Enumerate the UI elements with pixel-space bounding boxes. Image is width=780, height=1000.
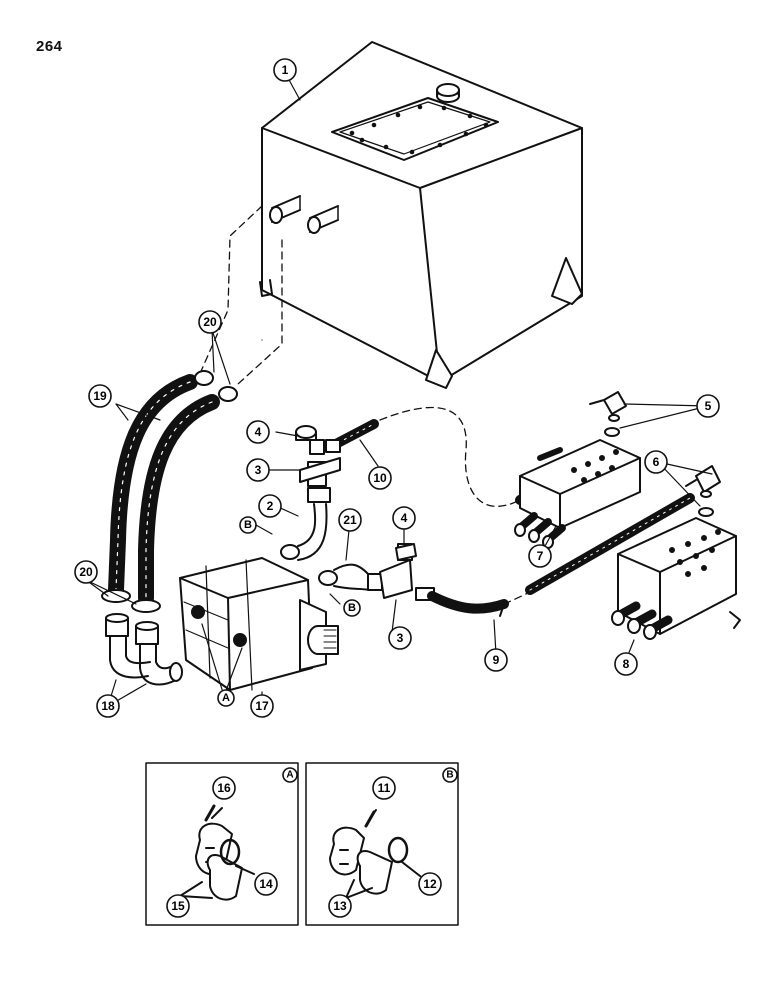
hose-9	[415, 493, 695, 617]
callout-19: 19	[93, 389, 107, 403]
callout-10: 10	[373, 471, 387, 485]
inset-b-letter: B	[446, 770, 453, 781]
callout-12: 12	[423, 877, 437, 891]
callout-14: 14	[259, 877, 273, 891]
control-valve-7	[514, 439, 641, 549]
suction-hoses	[108, 374, 220, 606]
tee-fitting-upper	[299, 439, 341, 487]
callout-1: 1	[282, 63, 289, 77]
hydraulic-pump	[179, 557, 339, 691]
callout-7: 7	[537, 549, 544, 563]
callout-circles	[74, 58, 720, 918]
callout-3-upper: 3	[255, 463, 262, 477]
letter-b-lower: B	[348, 602, 356, 614]
callout-15: 15	[171, 899, 185, 913]
elbow-fittings	[105, 613, 183, 686]
callout-17: 17	[255, 699, 269, 713]
callout-11: 11	[378, 781, 391, 795]
elbow-21	[318, 563, 383, 591]
callout-5: 5	[705, 399, 712, 413]
callout-4-upper: 4	[255, 425, 262, 439]
elbow-5	[589, 391, 627, 437]
callout-3-lower: 3	[397, 631, 404, 645]
hose-clamps	[101, 370, 238, 613]
plug-upper	[295, 425, 317, 441]
callout-4-lower: 4	[401, 511, 408, 525]
callout-20-lower: 20	[79, 565, 93, 579]
callout-21: 21	[343, 513, 357, 527]
page-number: 264	[36, 38, 63, 55]
pump-outlet-elbow	[280, 487, 331, 561]
elbow-6	[685, 465, 721, 517]
inset-a-letter: A	[286, 770, 293, 781]
callout-13: 13	[333, 899, 347, 913]
callout-8: 8	[623, 657, 630, 671]
hydraulic-reservoir-tank	[197, 41, 583, 389]
control-valve-8	[611, 517, 741, 640]
callout-2: 2	[267, 499, 274, 513]
callout-20-upper: 20	[203, 315, 217, 329]
letter-a-main: A	[222, 692, 230, 704]
callout-18: 18	[101, 699, 115, 713]
callout-6: 6	[653, 455, 660, 469]
callout-9: 9	[493, 653, 500, 667]
plug-lower	[395, 543, 417, 561]
callout-16: 16	[217, 781, 231, 795]
letter-b-upper: B	[244, 519, 252, 531]
